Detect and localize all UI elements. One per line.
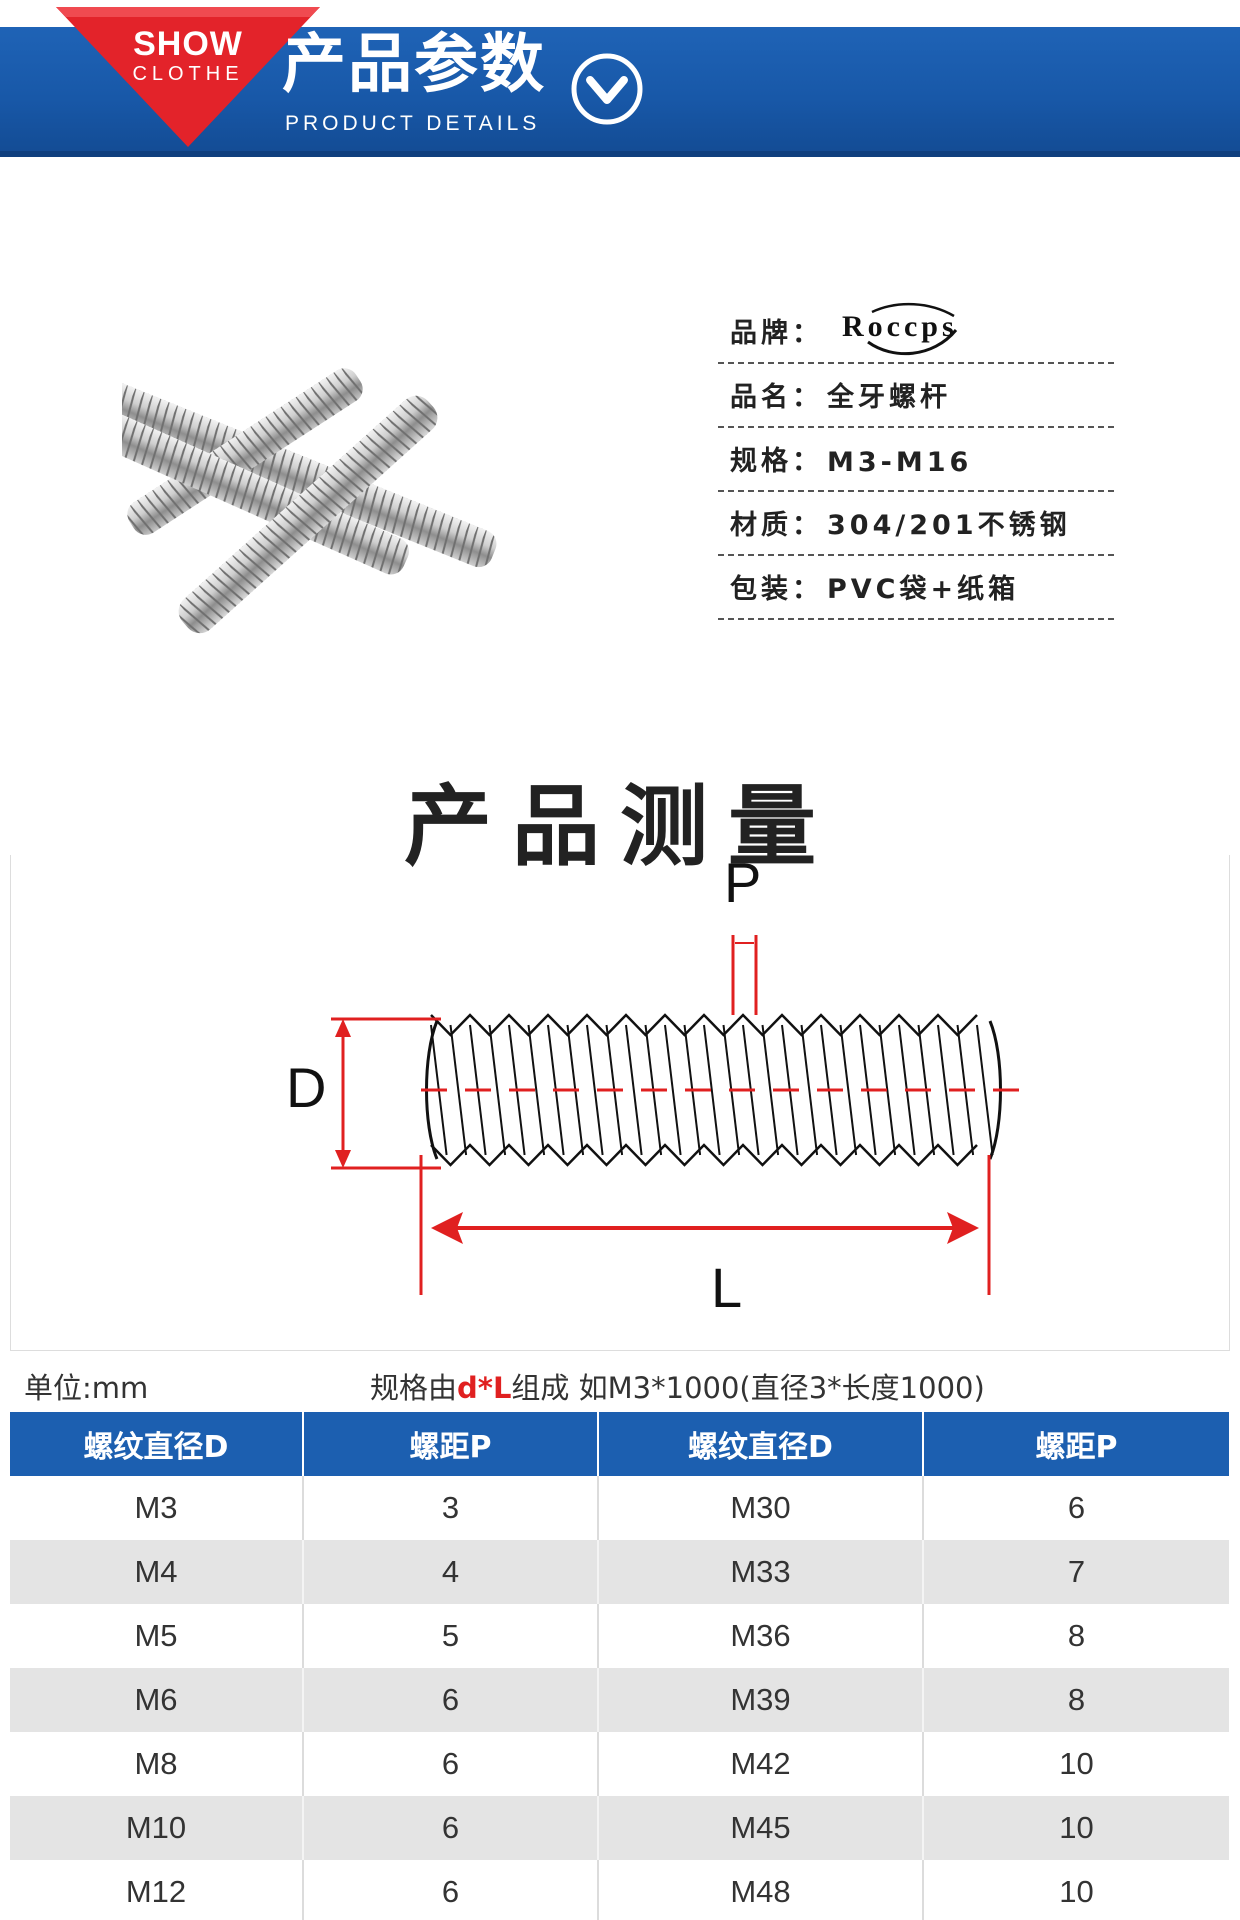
badge-text-clothe: CLOTHE	[132, 63, 244, 85]
table-cell: 8	[923, 1668, 1229, 1732]
table-row: M8 6 M42 10	[10, 1732, 1229, 1796]
banner-stripe	[0, 151, 1240, 157]
table-cell: M6	[10, 1668, 304, 1732]
table-cell: M45	[598, 1796, 924, 1860]
info-label-packaging: 包装：	[730, 574, 823, 605]
brand-badge: SHOW CLOTHE	[48, 7, 328, 149]
table-cell: 3	[303, 1476, 599, 1540]
product-info-list: 品牌： Roccps 品名： 全牙螺杆 规格： M3-M16 材质： 304/2…	[718, 300, 1114, 620]
table-header-row: 螺纹直径D 螺距P 螺纹直径D 螺距P	[10, 1412, 1229, 1476]
measurement-diagram: P D L	[10, 851, 1230, 1350]
table-cell: M36	[598, 1604, 924, 1668]
col-header-pitch-1: 螺距P	[303, 1412, 599, 1476]
table-cell: M39	[598, 1668, 924, 1732]
info-value-packaging: PVC袋+纸箱	[827, 574, 1020, 605]
table-cell: 5	[303, 1604, 599, 1668]
info-row-spec: 规格： M3-M16	[718, 428, 1114, 492]
dimension-label-l: L	[711, 1256, 743, 1319]
badge-text-show: SHOW	[133, 25, 243, 63]
col-header-diameter-2: 螺纹直径D	[598, 1412, 924, 1476]
info-label-brand: 品牌：	[730, 318, 823, 349]
threaded-rods-photo	[122, 368, 497, 634]
brand-logo: Roccps	[842, 302, 958, 356]
table-cell: M30	[598, 1476, 924, 1540]
table-cell: 10	[923, 1860, 1229, 1920]
table-cell: 10	[923, 1732, 1229, 1796]
thread-pitch-table: 螺纹直径D 螺距P 螺纹直径D 螺距P M3 3 M30 6 M4 4 M33 …	[10, 1412, 1229, 1920]
table-cell: M48	[598, 1860, 924, 1920]
unit-label: 单位:mm	[24, 1371, 149, 1405]
table-cell: 10	[923, 1796, 1229, 1860]
table-cell: M10	[10, 1796, 304, 1860]
table-row: M3 3 M30 6	[10, 1476, 1229, 1540]
table-cell: 6	[303, 1668, 599, 1732]
table-cell: 4	[303, 1540, 599, 1604]
unit-note: 单位:mm 规格由d*L组成 如M3*1000(直径3*长度1000)	[10, 1350, 1230, 1412]
col-header-pitch-2: 螺距P	[923, 1412, 1229, 1476]
banner-subtitle: PRODUCT DETAILS	[285, 112, 541, 135]
info-label-name: 品名：	[730, 382, 823, 413]
info-label-material: 材质：	[730, 510, 823, 541]
table-cell: 6	[303, 1860, 599, 1920]
info-row-brand: 品牌： Roccps	[718, 300, 1114, 364]
table-cell: M33	[598, 1540, 924, 1604]
info-row-material: 材质： 304/201不锈钢	[718, 492, 1114, 556]
badge-triangle-icon	[56, 7, 320, 147]
table-cell: M4	[10, 1540, 304, 1604]
table-cell: M8	[10, 1732, 304, 1796]
table-cell: M3	[10, 1476, 304, 1540]
table-row: M10 6 M45 10	[10, 1796, 1229, 1860]
info-row-packaging: 包装： PVC袋+纸箱	[718, 556, 1114, 620]
col-header-diameter-1: 螺纹直径D	[10, 1412, 304, 1476]
table-row: M12 6 M48 10	[10, 1860, 1229, 1920]
table-cell: M5	[10, 1604, 304, 1668]
info-value-name: 全牙螺杆	[827, 382, 951, 413]
spec-rule-prefix: 规格由	[370, 1371, 458, 1405]
spec-rule-highlight: d*L	[457, 1371, 512, 1405]
threaded-rod-drawing	[331, 935, 1031, 1295]
banner-title: 产品参数	[282, 28, 546, 102]
table-cell: M12	[10, 1860, 304, 1920]
table-row: M5 5 M36 8	[10, 1604, 1229, 1668]
table-cell: 8	[923, 1604, 1229, 1668]
spec-rule-text: 规格由d*L组成 如M3*1000(直径3*长度1000)	[370, 1365, 985, 1407]
table-cell: 7	[923, 1540, 1229, 1604]
info-value-material: 304/201不锈钢	[827, 510, 1071, 541]
info-label-spec: 规格：	[730, 446, 823, 477]
measurement-title: 产品测量	[403, 775, 836, 878]
info-value-spec: M3-M16	[827, 447, 973, 478]
chevron-down-circle-icon	[571, 53, 643, 125]
rod-threads	[425, 1013, 1002, 1167]
brand-logo-text: Roccps	[842, 310, 958, 343]
dimension-label-p: P	[724, 851, 762, 914]
table-row: M4 4 M33 7	[10, 1540, 1229, 1604]
table-cell: 6	[303, 1796, 599, 1860]
table-cell: 6	[923, 1476, 1229, 1540]
table-row: M6 6 M39 8	[10, 1668, 1229, 1732]
table-cell: 6	[303, 1732, 599, 1796]
dimension-label-d: D	[286, 1056, 327, 1119]
spec-rule-suffix: 组成 如M3*1000(直径3*长度1000)	[511, 1371, 985, 1405]
table-cell: M42	[598, 1732, 924, 1796]
info-row-name: 品名： 全牙螺杆	[718, 364, 1114, 428]
